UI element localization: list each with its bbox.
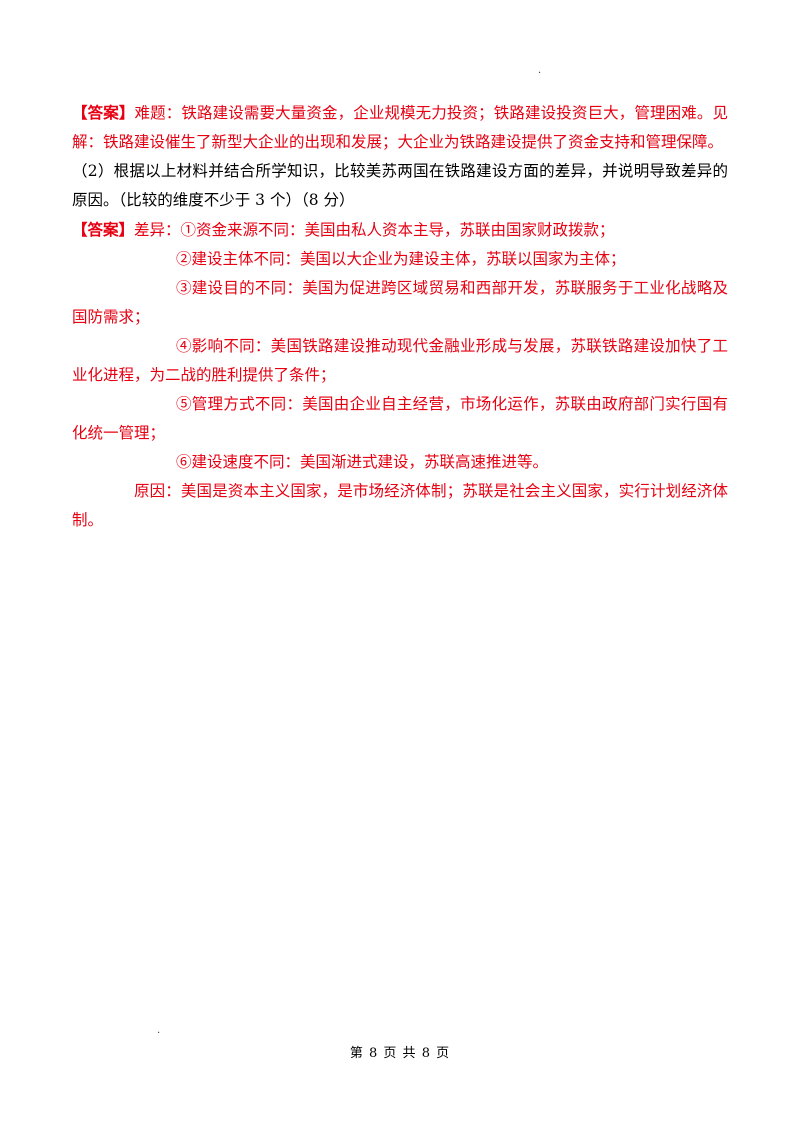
answer-1-text: 难题：铁路建设需要大量资金，企业规模无力投资；铁路建设投资巨大，管理困难。见解：…	[72, 104, 728, 151]
answer-2-item-2-row: ②建设主体不同：美国以大企业为建设主体，苏联以国家为主体；	[72, 245, 728, 274]
answer-2-item-3: ③建设目的不同：美国为促进跨区域贸易和西部开发，苏联服务于工业化战略及国防需求；	[72, 279, 728, 326]
header-mark: .	[538, 65, 542, 76]
question-2: （2）根据以上材料并结合所学知识，比较美苏两国在铁路建设方面的差异，并说明导致差…	[72, 162, 728, 209]
answer-2-item-2: ②建设主体不同：美国以大企业为建设主体，苏联以国家为主体；	[176, 250, 626, 268]
page-number: 第 8 页 共 8 页	[349, 1046, 451, 1061]
answer-2-reason: 原因：美国是资本主义国家，是市场经济体制；苏联是社会主义国家，实行计划经济体制。	[72, 482, 728, 529]
answer-2-tag: 【答案】	[72, 220, 135, 239]
answer-2-first-line: 【答案】差异：①资金来源不同：美国由私人资本主导，苏联由国家财政拨款；	[72, 215, 728, 245]
document-content: 【答案】难题：铁路建设需要大量资金，企业规模无力投资；铁路建设投资巨大，管理困难…	[72, 98, 728, 535]
answer-2-diff-label: 差异：	[134, 221, 181, 239]
answer-1: 【答案】难题：铁路建设需要大量资金，企业规模无力投资；铁路建设投资巨大，管理困难…	[72, 98, 728, 157]
answer-2-item-4: ④影响不同：美国铁路建设推动现代金融业形成与发展，苏联铁路建设加快了工业化进程，…	[72, 337, 728, 384]
answer-2-item-5: ⑤管理方式不同：美国由企业自主经营，市场化运作，苏联由政府部门实行国有化统一管理…	[72, 395, 728, 442]
answer-1-tag: 【答案】	[72, 103, 135, 122]
answer-2-item-6: ⑥建设速度不同：美国渐进式建设，苏联高速推进等。	[176, 453, 549, 471]
answer-2-item-1: ①资金来源不同：美国由私人资本主导，苏联由国家财政拨款；	[180, 221, 615, 239]
footer-mark: .	[157, 1025, 161, 1036]
